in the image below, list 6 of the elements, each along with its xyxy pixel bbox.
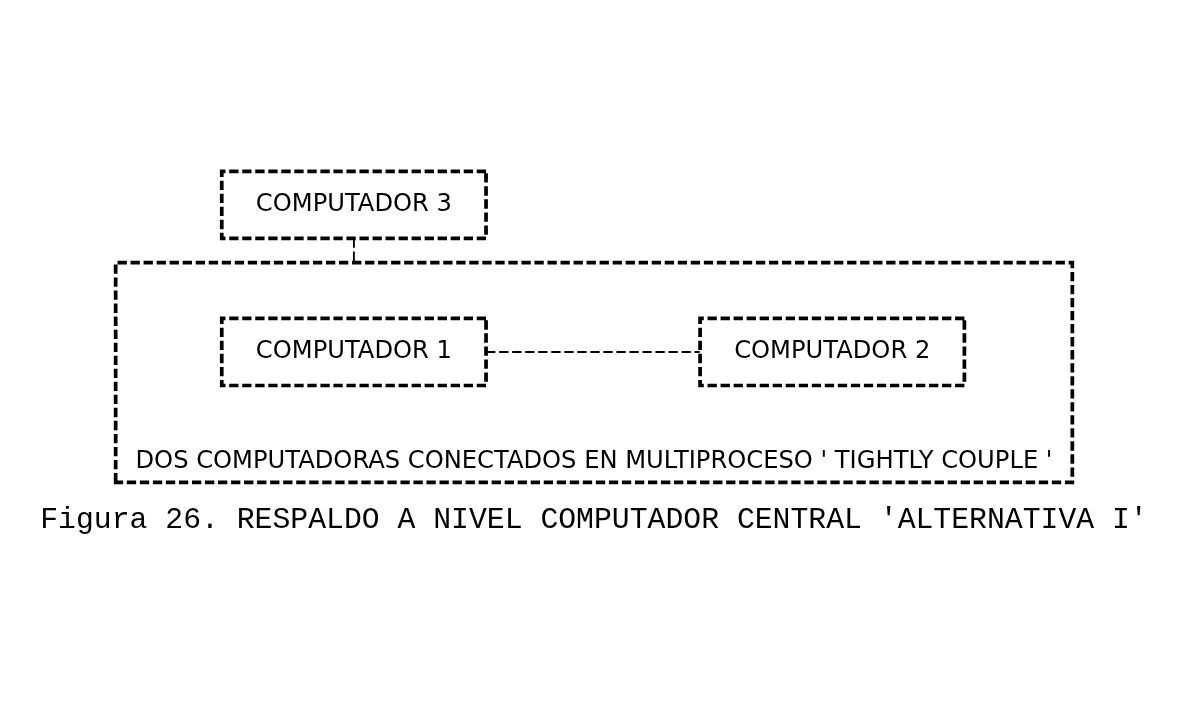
- node-box: COMPUTADOR 3: [219, 169, 488, 241]
- caption: Figura 26. RESPALDO A NIVEL COMPUTADOR CENTRAL 'ALTERNATIVA I': [40, 503, 1148, 538]
- connector: [352, 237, 355, 264]
- connector: [485, 351, 701, 353]
- node-box: COMPUTADOR 1: [219, 316, 488, 388]
- node-box: COMPUTADOR 2: [698, 316, 967, 388]
